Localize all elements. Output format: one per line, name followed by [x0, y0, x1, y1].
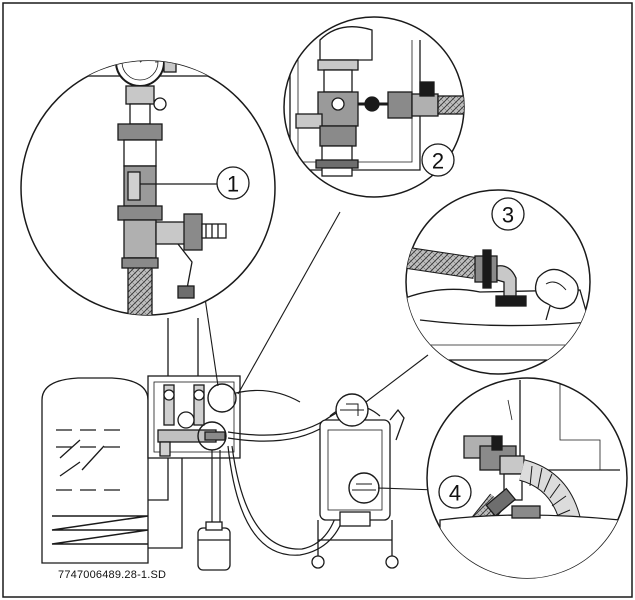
detail-circle-2: [283, 16, 465, 198]
tank-pipe-upper: [148, 448, 169, 501]
detail-circle-1: [20, 60, 276, 316]
main-scene: [41, 318, 405, 571]
figure-caption: 7747006489.28-1.SD: [58, 569, 167, 581]
valve-cluster: [157, 384, 226, 457]
hose-drain: [227, 445, 349, 556]
callout-label-4: 4: [449, 481, 461, 506]
callout-2: 2: [421, 143, 455, 177]
canister: [197, 521, 231, 571]
detail-marker-1: [207, 383, 237, 413]
callout-label-2: 2: [432, 149, 444, 174]
hose-upper: [235, 389, 301, 403]
storage-tank: [41, 377, 149, 564]
tank-pipe-lower: [148, 455, 183, 549]
callout-1: 1: [140, 166, 250, 200]
detail-circle-4: [426, 377, 628, 579]
callout-4: 4: [438, 475, 472, 509]
callout-label-1: 1: [227, 172, 239, 197]
callout-3: 3: [491, 197, 525, 231]
leader-lines: [204, 211, 437, 491]
callout-label-3: 3: [502, 203, 514, 228]
detail-marker-4: [348, 472, 380, 504]
